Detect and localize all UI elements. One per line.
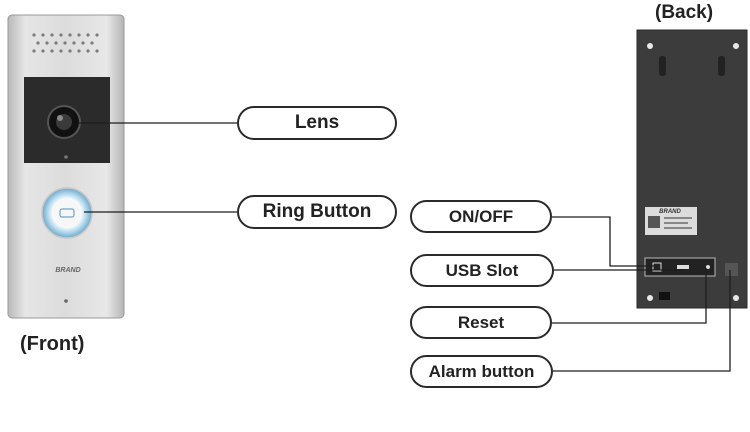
front-brand-logo: BRAND <box>55 267 80 274</box>
back-plate-device: BRAND <box>636 29 748 309</box>
usb-slot-callout: USB Slot <box>410 254 554 287</box>
ring-button-callout: Ring Button <box>237 195 397 229</box>
alarm-button-square <box>725 263 738 276</box>
on-off-callout: ON/OFF <box>410 200 552 233</box>
alarm-button-callout: Alarm button <box>410 355 553 388</box>
front-doorbell-device: BRAND <box>7 14 125 319</box>
svg-text:BRAND: BRAND <box>659 209 681 215</box>
reset-callout: Reset <box>410 306 552 339</box>
lens-callout: Lens <box>237 106 397 140</box>
speaker-grille <box>32 33 99 53</box>
on-off-leader <box>552 216 657 267</box>
back-caption: (Back) <box>655 2 714 23</box>
leader-lines <box>79 122 731 372</box>
reset-leader <box>552 268 707 324</box>
alarm-button-leader <box>553 270 731 372</box>
front-caption: (Front) <box>20 333 85 355</box>
